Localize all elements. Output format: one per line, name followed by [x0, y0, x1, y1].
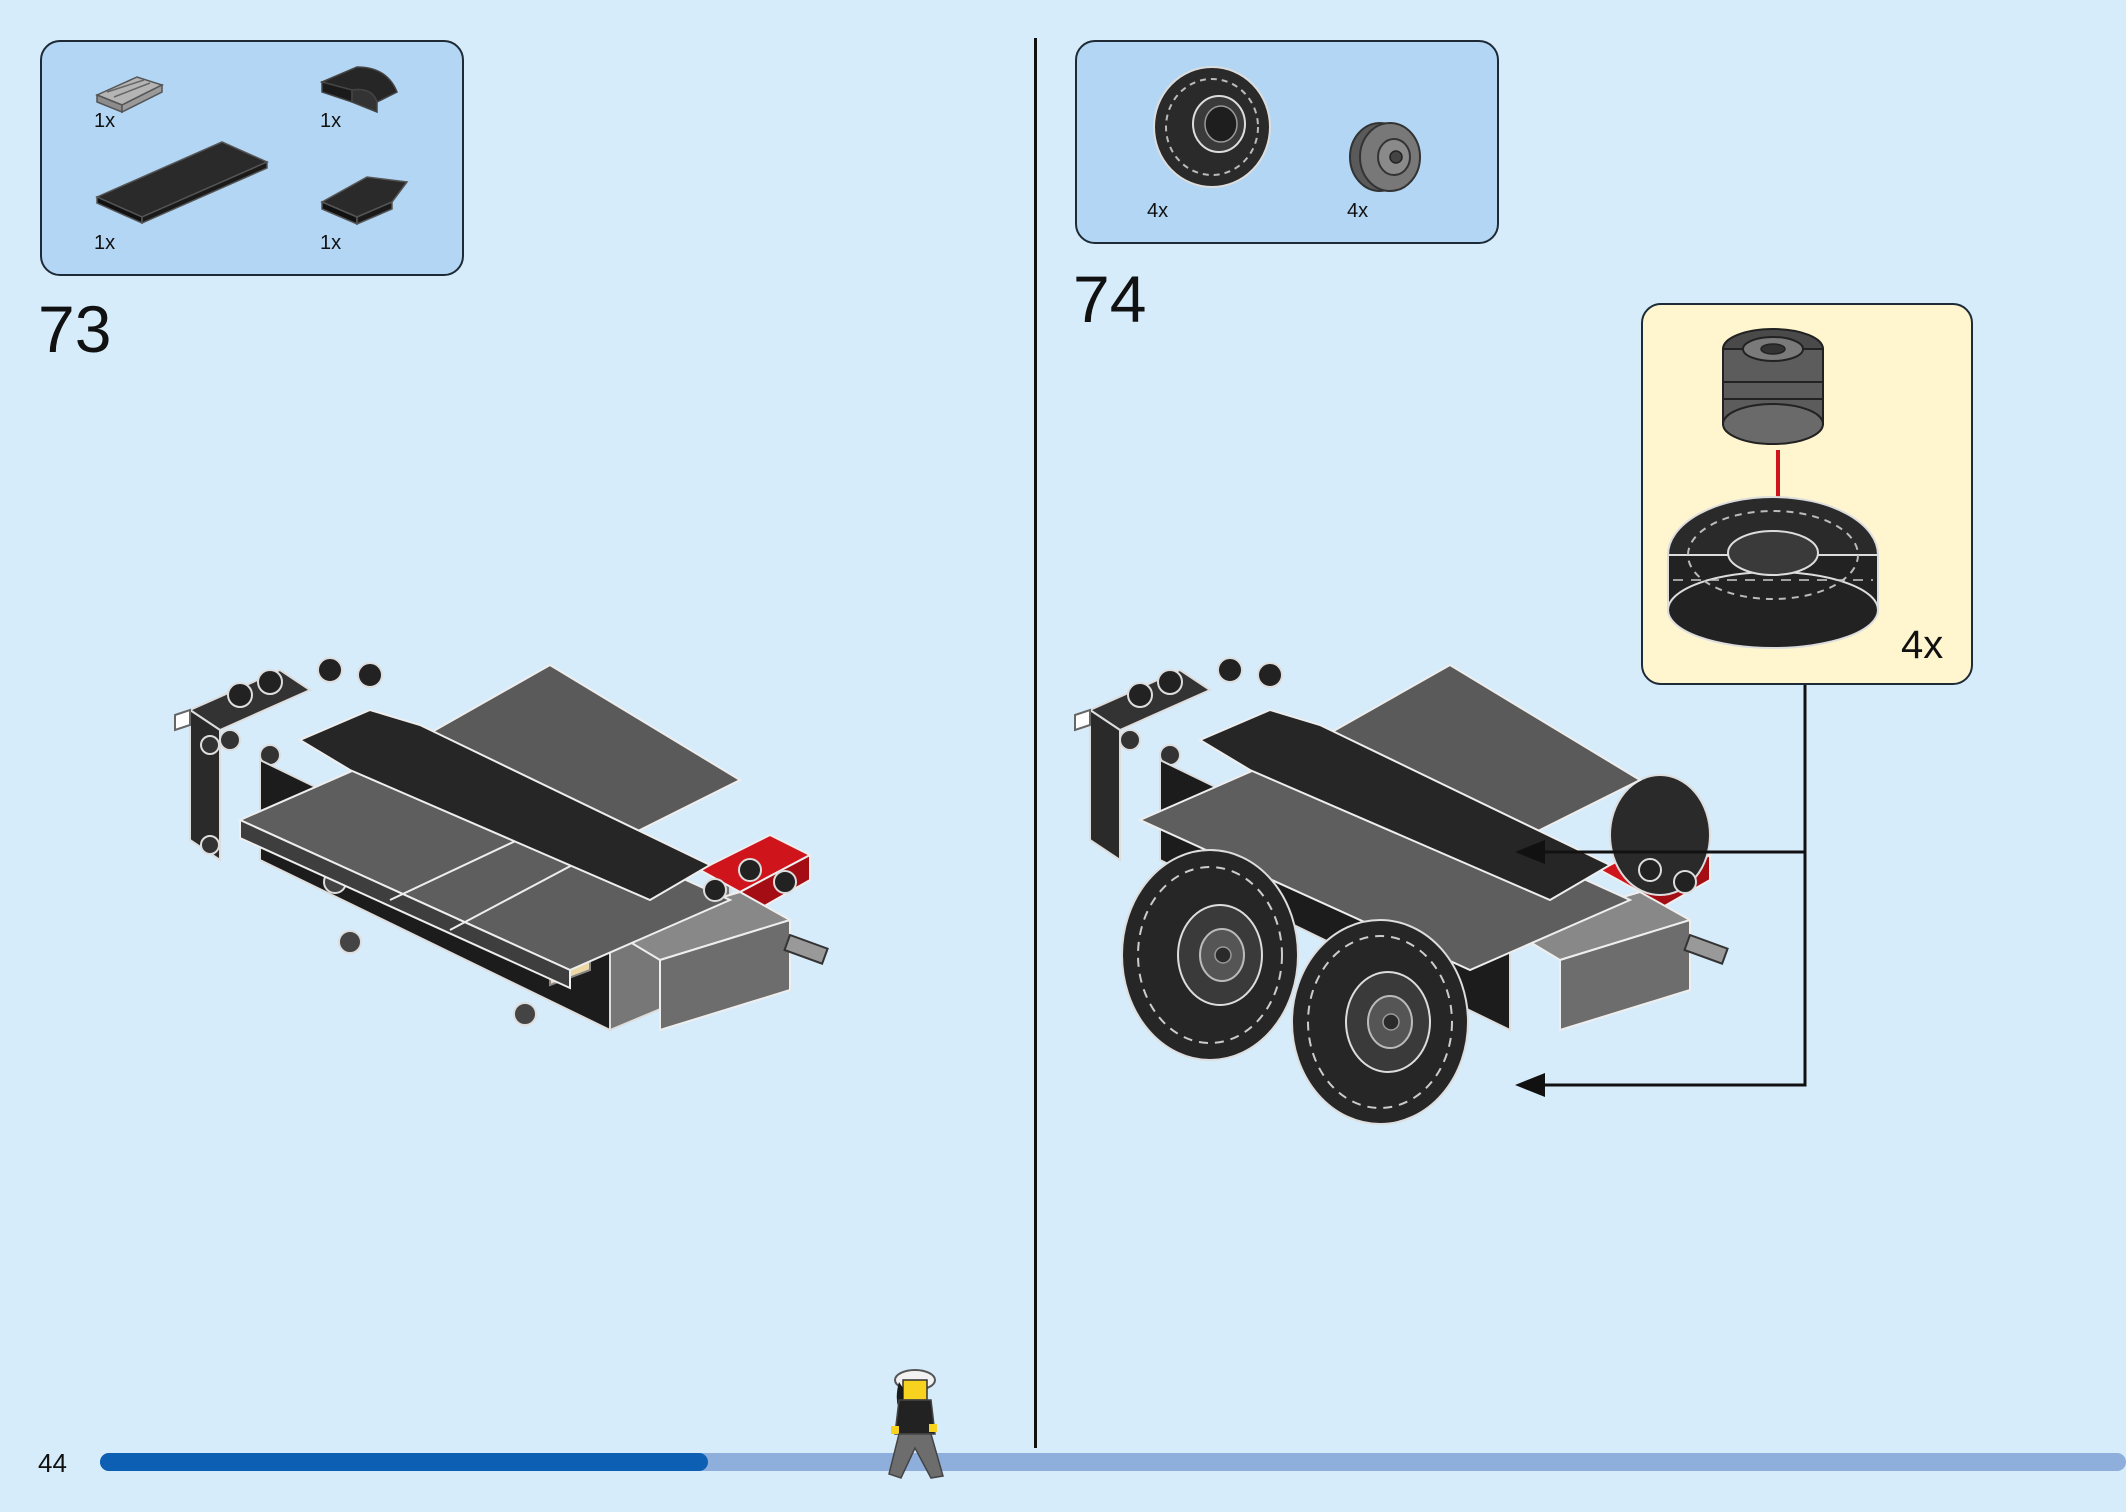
part-qty: 1x: [94, 232, 116, 254]
rim-icon: [1349, 122, 1421, 192]
page-number: 44: [38, 1448, 67, 1478]
parts-list-step-73: 1x 1x 1x 1x: [40, 40, 464, 276]
wedge-tile-icon: [320, 176, 409, 226]
step-number-74: 74: [1073, 262, 1147, 336]
step-divider: [1034, 38, 1037, 1448]
placement-arrows: [1515, 685, 1807, 1097]
tire-icon: [1153, 66, 1271, 188]
tire-icon: [1291, 919, 1469, 1125]
part-qty: 1x: [320, 232, 342, 254]
grille-tile-icon: [95, 76, 164, 114]
arrow-head-icon: [1515, 1073, 1545, 1097]
vehicle-chassis-step-74: [1074, 657, 1729, 1125]
tire-icon: [1667, 496, 1879, 649]
rim-icon: [1722, 328, 1824, 445]
progress-bar: [100, 1453, 2126, 1471]
callout-qty: 4x: [1901, 623, 1944, 667]
parts-list-step-74: 4x 4x: [1075, 40, 1499, 244]
long-tile-icon: [95, 141, 269, 225]
part-qty: 4x: [1347, 200, 1369, 222]
curved-slope-icon: [319, 66, 398, 114]
part-qty: 1x: [94, 110, 116, 132]
part-qty: 4x: [1147, 200, 1169, 222]
progress-bar-fill: [100, 1453, 708, 1471]
arrow-head-icon: [1515, 840, 1545, 864]
vehicle-chassis-step-73: [174, 657, 829, 1032]
step-number-73: 73: [38, 292, 112, 366]
minifigure-icon: [888, 1369, 944, 1479]
part-qty: 1x: [320, 110, 342, 132]
sub-assembly-callout: 4x: [1641, 303, 1973, 685]
tire-icon: [1121, 849, 1299, 1061]
